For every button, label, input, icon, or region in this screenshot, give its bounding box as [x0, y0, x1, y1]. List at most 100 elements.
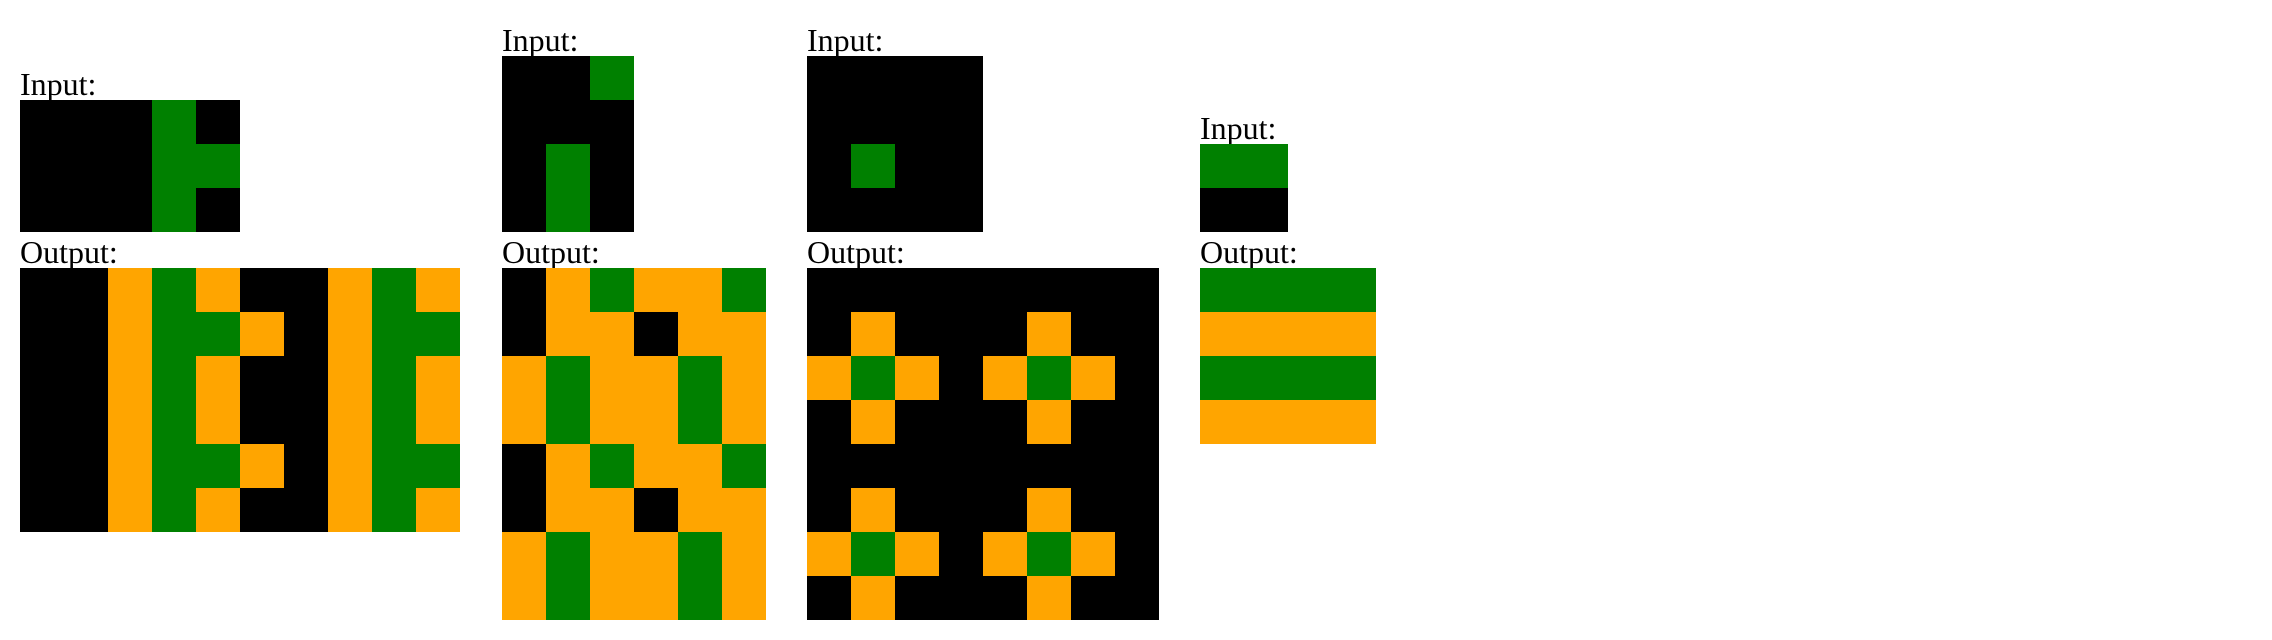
grid-cell	[546, 144, 590, 188]
grid-cell	[196, 188, 240, 232]
grid-cell	[851, 56, 895, 100]
grid-cell	[64, 400, 108, 444]
grid-cell	[983, 444, 1027, 488]
grid-cell	[196, 488, 240, 532]
grid-cell	[939, 312, 983, 356]
grid-cell	[939, 100, 983, 144]
grid-cell	[284, 444, 328, 488]
grid-cell	[64, 444, 108, 488]
grid-cell	[1071, 268, 1115, 312]
grid-cell	[678, 488, 722, 532]
grid-cell	[1115, 488, 1159, 532]
grid-cell	[502, 356, 546, 400]
grid-cell	[20, 356, 64, 400]
grid-cell	[678, 532, 722, 576]
grid-cell	[240, 400, 284, 444]
grid-cell	[939, 400, 983, 444]
grid-cell	[502, 188, 546, 232]
grid-cell	[152, 144, 196, 188]
output-label: Output:	[502, 234, 600, 270]
output-label: Output:	[807, 234, 905, 270]
grid-cell	[939, 356, 983, 400]
grid-cell	[152, 400, 196, 444]
grid-cell	[502, 312, 546, 356]
grid-cell	[678, 312, 722, 356]
grid-cell	[284, 356, 328, 400]
grid-cell	[1115, 400, 1159, 444]
grid-cell	[328, 444, 372, 488]
grid-cell	[939, 532, 983, 576]
grid-cell	[1115, 444, 1159, 488]
input-grid	[1200, 144, 1288, 232]
grid-cell	[196, 356, 240, 400]
grid-cell	[1071, 312, 1115, 356]
grid-cell	[196, 312, 240, 356]
grid-cell	[939, 56, 983, 100]
grid-cell	[108, 100, 152, 144]
grid-cell	[20, 312, 64, 356]
grid-cell	[895, 144, 939, 188]
grid-cell	[328, 488, 372, 532]
grid-cell	[1244, 188, 1288, 232]
grid-cell	[372, 400, 416, 444]
grid-cell	[328, 400, 372, 444]
grid-cell	[1288, 400, 1332, 444]
grid-cell	[196, 400, 240, 444]
grid-cell	[851, 188, 895, 232]
grid-cell	[590, 444, 634, 488]
grid-cell	[983, 312, 1027, 356]
grid-cell	[590, 268, 634, 312]
grid-cell	[328, 356, 372, 400]
grid-cell	[328, 312, 372, 356]
grid-cell	[1071, 576, 1115, 620]
grid-cell	[807, 268, 851, 312]
grid-cell	[284, 312, 328, 356]
grid-cell	[1071, 488, 1115, 532]
grid-cell	[1115, 268, 1159, 312]
grid-cell	[939, 188, 983, 232]
grid-cell	[895, 488, 939, 532]
grid-cell	[1027, 576, 1071, 620]
grid-cell	[546, 400, 590, 444]
grid-cell	[851, 144, 895, 188]
grid-cell	[895, 56, 939, 100]
grid-cell	[64, 268, 108, 312]
grid-cell	[372, 488, 416, 532]
grid-cell	[722, 356, 766, 400]
grid-cell	[807, 100, 851, 144]
grid-cell	[1332, 400, 1376, 444]
grid-cell	[196, 100, 240, 144]
grid-cell	[546, 56, 590, 100]
grid-cell	[590, 144, 634, 188]
grid-cell	[939, 268, 983, 312]
grid-cell	[1288, 312, 1332, 356]
grid-cell	[502, 400, 546, 444]
grid-cell	[1027, 532, 1071, 576]
grid-cell	[108, 312, 152, 356]
grid-cell	[590, 100, 634, 144]
grid-cell	[108, 444, 152, 488]
output-grid	[1200, 268, 1376, 444]
grid-cell	[108, 144, 152, 188]
grid-cell	[678, 268, 722, 312]
grid-cell	[196, 444, 240, 488]
grid-cell	[416, 312, 460, 356]
grid-cell	[1244, 400, 1288, 444]
grid-cell	[1027, 488, 1071, 532]
grid-cell	[634, 268, 678, 312]
grid-cell	[807, 188, 851, 232]
grid-cell	[372, 312, 416, 356]
grid-cell	[1027, 400, 1071, 444]
grid-cell	[240, 488, 284, 532]
grid-cell	[108, 356, 152, 400]
grid-cell	[895, 268, 939, 312]
grid-cell	[372, 356, 416, 400]
grid-cell	[1200, 312, 1244, 356]
grid-cell	[678, 356, 722, 400]
grid-cell	[590, 188, 634, 232]
grid-cell	[851, 356, 895, 400]
grid-cell	[546, 188, 590, 232]
grid-cell	[634, 356, 678, 400]
grid-cell	[64, 488, 108, 532]
grid-cell	[722, 532, 766, 576]
